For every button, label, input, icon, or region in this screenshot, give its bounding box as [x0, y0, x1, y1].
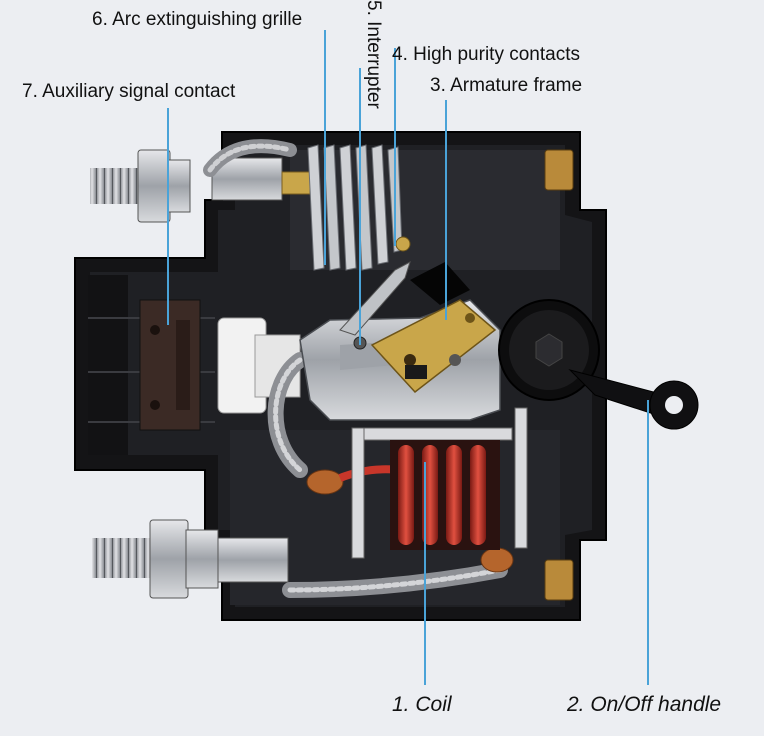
label-coil: 1. Coil	[392, 693, 452, 716]
leader-lines	[167, 30, 649, 685]
label-high-purity-contacts: 4. High purity contacts	[392, 44, 580, 65]
label-armature-frame: 3. Armature frame	[430, 75, 583, 96]
copper-lug-right	[480, 547, 514, 573]
label-on-off-handle: 2. On/Off handle	[567, 693, 722, 716]
armature-mechanism	[299, 236, 501, 421]
auxiliary-contact-block	[139, 299, 201, 431]
coil-windings	[398, 445, 486, 545]
copper-lug-left	[306, 469, 344, 495]
on-off-handle	[498, 299, 699, 430]
upper-mount-nut	[544, 149, 574, 191]
lower-terminal-screw	[92, 519, 289, 599]
label-auxiliary-signal-contact: 7. Auxiliary signal contact	[22, 81, 236, 102]
upper-terminal-screw	[90, 149, 311, 223]
label-arc-extinguishing-grille: 6. Arc extinguishing grille	[92, 9, 303, 30]
braided-wires	[203, 139, 508, 598]
coil-assembly	[351, 407, 528, 559]
lower-mount-nut	[544, 559, 574, 601]
label-interrupter: 5. Interrupter	[363, 0, 384, 109]
